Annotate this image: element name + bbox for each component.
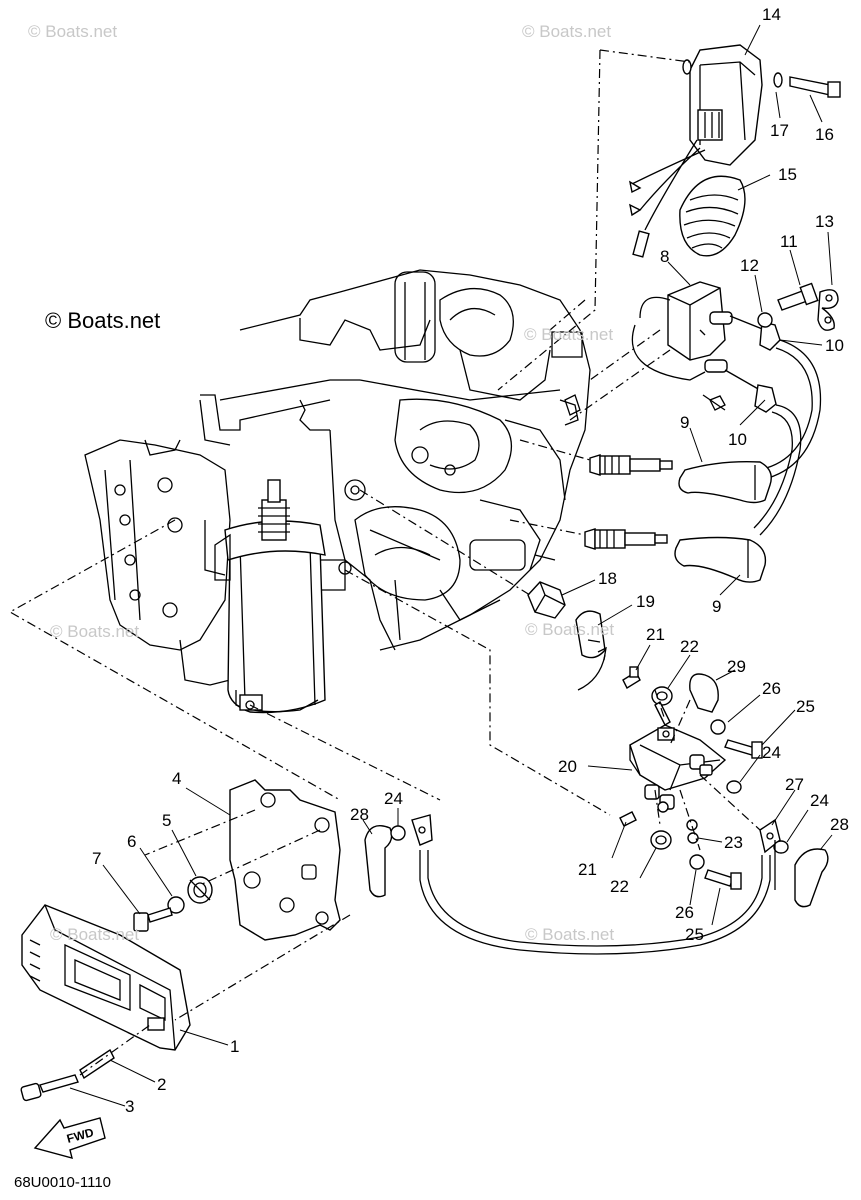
bolt-25-upper: [724, 739, 763, 759]
callout-4: 4: [172, 769, 181, 788]
thermo-switch: [527, 581, 566, 619]
callout-25-lower: 25: [685, 925, 704, 944]
leader-lines: [69, 24, 833, 1107]
callout-9-lower: 9: [712, 597, 721, 616]
starter-relay: [629, 724, 727, 810]
bolt-11: [777, 282, 819, 311]
callout-10-lower: 10: [728, 430, 747, 449]
callout-21-lower: 21: [578, 860, 597, 879]
nut-23b: [686, 819, 698, 831]
bolt-3: [20, 1074, 79, 1102]
callout-12: 12: [740, 256, 759, 275]
starter-motor: [214, 479, 346, 714]
engine-block: [84, 269, 591, 686]
watermark-mid-right: © Boats.net: [524, 325, 614, 344]
callout-28-right: 28: [830, 815, 849, 834]
callout-15: 15: [778, 165, 797, 184]
clip-29: [689, 673, 719, 713]
terminal-cap: [575, 610, 607, 691]
callout-29: 29: [727, 657, 746, 676]
callout-22-lower: 22: [610, 877, 629, 896]
watermark-bottom-right: © Boats.net: [525, 925, 615, 944]
bolt-25-lower: [704, 869, 742, 890]
spark-plug-lower: [584, 528, 668, 550]
callout-16: 16: [815, 125, 834, 144]
rubber-boot: [679, 175, 746, 257]
dashed-lines: [8, 49, 761, 1076]
fwd-arrow: FWD: [33, 1117, 106, 1159]
callout-27: 27: [785, 775, 804, 794]
grommet-5: [187, 876, 213, 904]
fwd-label: FWD: [65, 1125, 95, 1146]
callout-24-upper: 24: [762, 743, 781, 762]
callout-18: 18: [598, 569, 617, 588]
callout-26-lower: 26: [675, 903, 694, 922]
callout-7: 7: [92, 849, 101, 868]
callout-24-left: 24: [384, 789, 403, 808]
nut-24-left: [390, 825, 406, 841]
nut-24-upper: [726, 780, 742, 794]
callout-21-upper: 21: [646, 625, 665, 644]
diagram-code: 68U0010-1110: [14, 1174, 112, 1191]
callout-23: 23: [724, 833, 743, 852]
washer-26-lower: [689, 854, 705, 870]
callout-8: 8: [660, 247, 669, 266]
nut-23a: [657, 801, 669, 813]
callout-3: 3: [125, 1097, 134, 1116]
washer-26-upper: [710, 719, 726, 735]
callout-5: 5: [162, 811, 171, 830]
callout-10-upper: 10: [825, 336, 844, 355]
clamp-13: [817, 289, 839, 331]
callout-17: 17: [770, 121, 789, 140]
bolt-21-upper: [622, 666, 641, 689]
nut-24-right: [773, 840, 789, 854]
washer-6: [167, 896, 185, 914]
callout-20: 20: [558, 757, 577, 776]
washer-12: [757, 312, 773, 328]
callout-24-right: 24: [810, 791, 829, 810]
watermark-bottom-left: © Boats.net: [50, 925, 140, 944]
bolt-21-lower: [619, 811, 637, 827]
grommet-22-lower: [650, 830, 672, 850]
callout-numbers: 14 15 16 17 13 11 12 8 10 10 9 9 18 19 2…: [92, 5, 849, 1116]
cap-28-left: [364, 825, 393, 898]
wires: [419, 840, 776, 955]
watermark-top-left: © Boats.net: [28, 22, 118, 41]
cdi-unit: [629, 44, 841, 258]
spark-plug-upper: [589, 454, 673, 476]
callout-2: 2: [157, 1075, 166, 1094]
rectifier-1: [21, 904, 191, 1051]
grommet-22-upper: [651, 686, 673, 726]
high-tension-cords: [674, 339, 822, 583]
callout-13: 13: [815, 212, 834, 231]
watermark-mid-center: © Boats.net: [525, 620, 615, 639]
callout-22-upper: 22: [680, 637, 699, 656]
watermark-top-center: © Boats.net: [522, 22, 612, 41]
callout-1: 1: [230, 1037, 239, 1056]
watermark-main: © Boats.net: [45, 308, 161, 333]
callout-26-upper: 26: [762, 679, 781, 698]
nut-23c: [687, 832, 699, 844]
terminal-left: [411, 814, 433, 846]
callout-9-upper: 9: [680, 413, 689, 432]
bolt-7: [133, 907, 173, 932]
ignition-coil: [631, 281, 781, 413]
collar-2: [79, 1048, 115, 1080]
gasket-4: [229, 779, 341, 941]
watermark-mid-left: © Boats.net: [50, 622, 140, 641]
callout-14: 14: [762, 5, 781, 24]
callout-19: 19: [636, 592, 655, 611]
callout-28-left: 28: [350, 805, 369, 824]
callout-11: 11: [780, 232, 798, 251]
callout-6: 6: [127, 832, 136, 851]
callout-25-upper: 25: [796, 697, 815, 716]
cap-28-right: [794, 848, 829, 908]
